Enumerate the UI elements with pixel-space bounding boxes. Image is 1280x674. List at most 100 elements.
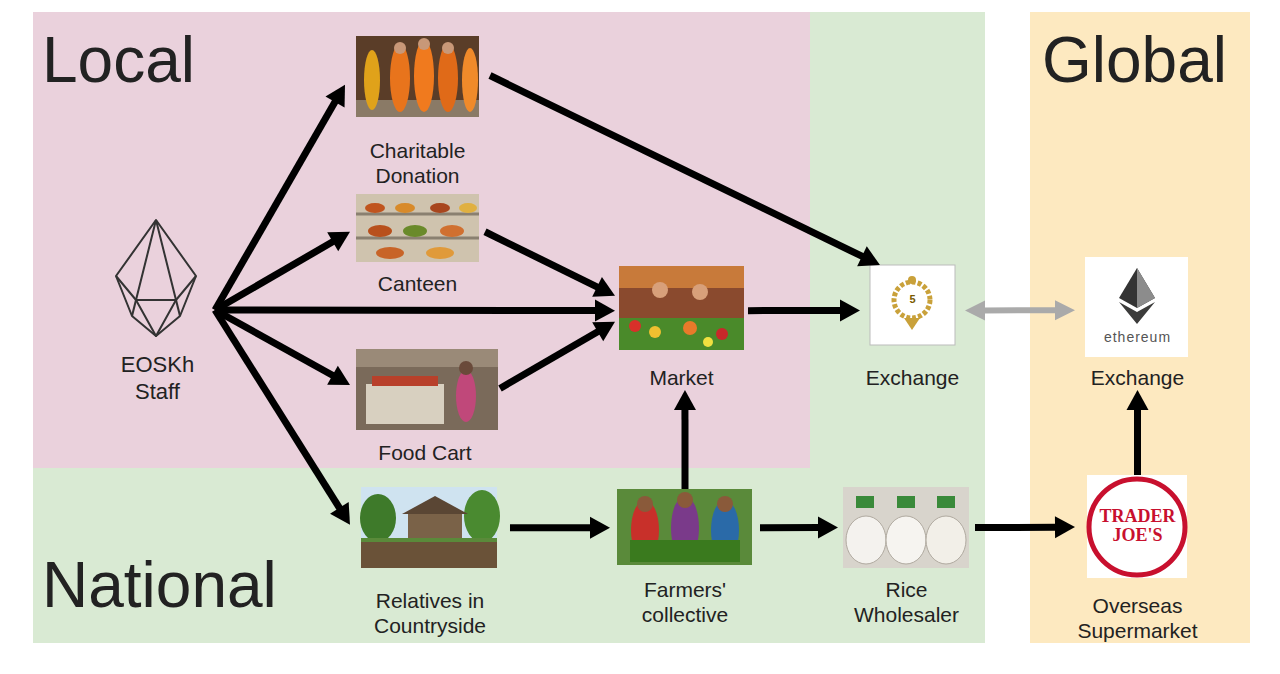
countryside-photo (360, 487, 500, 568)
node-label: Farmers' collective (610, 577, 760, 627)
connector-arrow (760, 517, 838, 539)
arrow-head (590, 517, 610, 539)
node-label: Overseas Supermarket (1075, 593, 1200, 643)
node-label: EOSKh Staff (113, 352, 203, 405)
connector-line (1134, 409, 1141, 475)
eos-logo-line (116, 276, 196, 336)
arrow-head (330, 502, 350, 525)
node-label: Exchange (1075, 365, 1200, 390)
rice-sack (846, 516, 886, 564)
region-label: Global (1042, 28, 1250, 92)
cart-food (372, 376, 438, 386)
connector-line (760, 524, 819, 531)
tree (464, 490, 500, 542)
photo-ground (356, 36, 479, 117)
photo-ground (356, 194, 479, 262)
rice-sack (926, 516, 966, 564)
monk-figure (414, 40, 434, 112)
global-band-fill (1030, 12, 1250, 643)
node-label: Relatives in Countryside (350, 588, 510, 638)
monk-figure (438, 44, 458, 112)
eos-logo (116, 220, 196, 336)
connector-arrow (500, 322, 615, 389)
logo-ring (1089, 479, 1185, 575)
connector-line (215, 101, 336, 310)
vegetables (630, 540, 740, 562)
shelf-line (356, 237, 479, 240)
connector-arrow (748, 300, 860, 322)
badge-ribbon (904, 318, 920, 330)
arrow-head (327, 366, 350, 385)
connector-line (748, 307, 841, 314)
arrow-head (1055, 516, 1075, 538)
vegetables (619, 318, 744, 350)
node-label: Canteen (350, 271, 485, 296)
house-roof (402, 496, 468, 514)
vendor-head (459, 361, 473, 375)
dish (403, 225, 427, 237)
arrow-head (592, 322, 615, 342)
photo-ground (619, 266, 744, 350)
farmer-head (717, 496, 733, 512)
rice-sack (886, 516, 926, 564)
tree (360, 494, 396, 542)
produce (716, 328, 728, 340)
node-label: Charitable Donation (345, 138, 490, 188)
local-band-fill (33, 12, 810, 468)
connector-arrow (215, 310, 350, 525)
farmer-head (677, 492, 693, 508)
monk-head (442, 42, 454, 54)
node-label: ethereum (1075, 329, 1200, 346)
house-body (408, 512, 462, 542)
connector-line (215, 241, 334, 310)
connector-arrow (490, 76, 880, 267)
actor-node: EOSKh Staff (100, 215, 215, 405)
arrow-head (1127, 390, 1149, 410)
node-label: Exchange (860, 365, 965, 390)
arrow-head (840, 300, 860, 322)
dish (430, 203, 450, 213)
cart-body (366, 384, 444, 424)
connector-line (490, 76, 863, 257)
connector-line (215, 310, 340, 509)
grass-strip (361, 538, 497, 542)
connector-line (485, 232, 598, 288)
monk-figure (462, 48, 478, 112)
connector-line (681, 409, 688, 489)
connector-line (975, 524, 1056, 531)
eos-logo-line (132, 300, 136, 316)
arrow-head (327, 232, 350, 252)
connector-arrow (965, 300, 1075, 320)
arrow-head (325, 85, 345, 108)
produce (649, 326, 661, 338)
farmer-head (637, 496, 653, 512)
dish (376, 247, 404, 259)
connector-arrow (510, 517, 610, 539)
rice-photo (843, 487, 969, 568)
arrow-head (1055, 300, 1075, 320)
dish (395, 203, 415, 213)
farmers-photo (617, 489, 752, 565)
connector-arrow (975, 516, 1075, 538)
connector-line (984, 307, 1056, 313)
arrow-head (965, 300, 985, 320)
node-label: Food Cart (350, 440, 500, 465)
connector-arrow (485, 232, 615, 297)
dish (440, 225, 464, 237)
region-band: NationalLocalEOSKh StaffCharitable Donat… (33, 12, 985, 643)
eos-logo-line (136, 220, 176, 300)
arrow-head (818, 517, 838, 539)
dish (365, 203, 385, 213)
dish (368, 225, 392, 237)
national-band-fill (33, 12, 985, 643)
connector-arrow (674, 390, 696, 489)
dish (459, 203, 477, 213)
flow-node: Relatives in Countryside (350, 487, 510, 638)
produce (683, 321, 697, 335)
arrow-head (674, 390, 696, 410)
arrow-head (857, 246, 880, 266)
connector-arrow (1127, 390, 1149, 475)
arrow-head (592, 277, 615, 297)
supermarket-node: TRADER JOE'SOverseas Supermarket (1075, 475, 1200, 643)
vendor-head (652, 282, 668, 298)
